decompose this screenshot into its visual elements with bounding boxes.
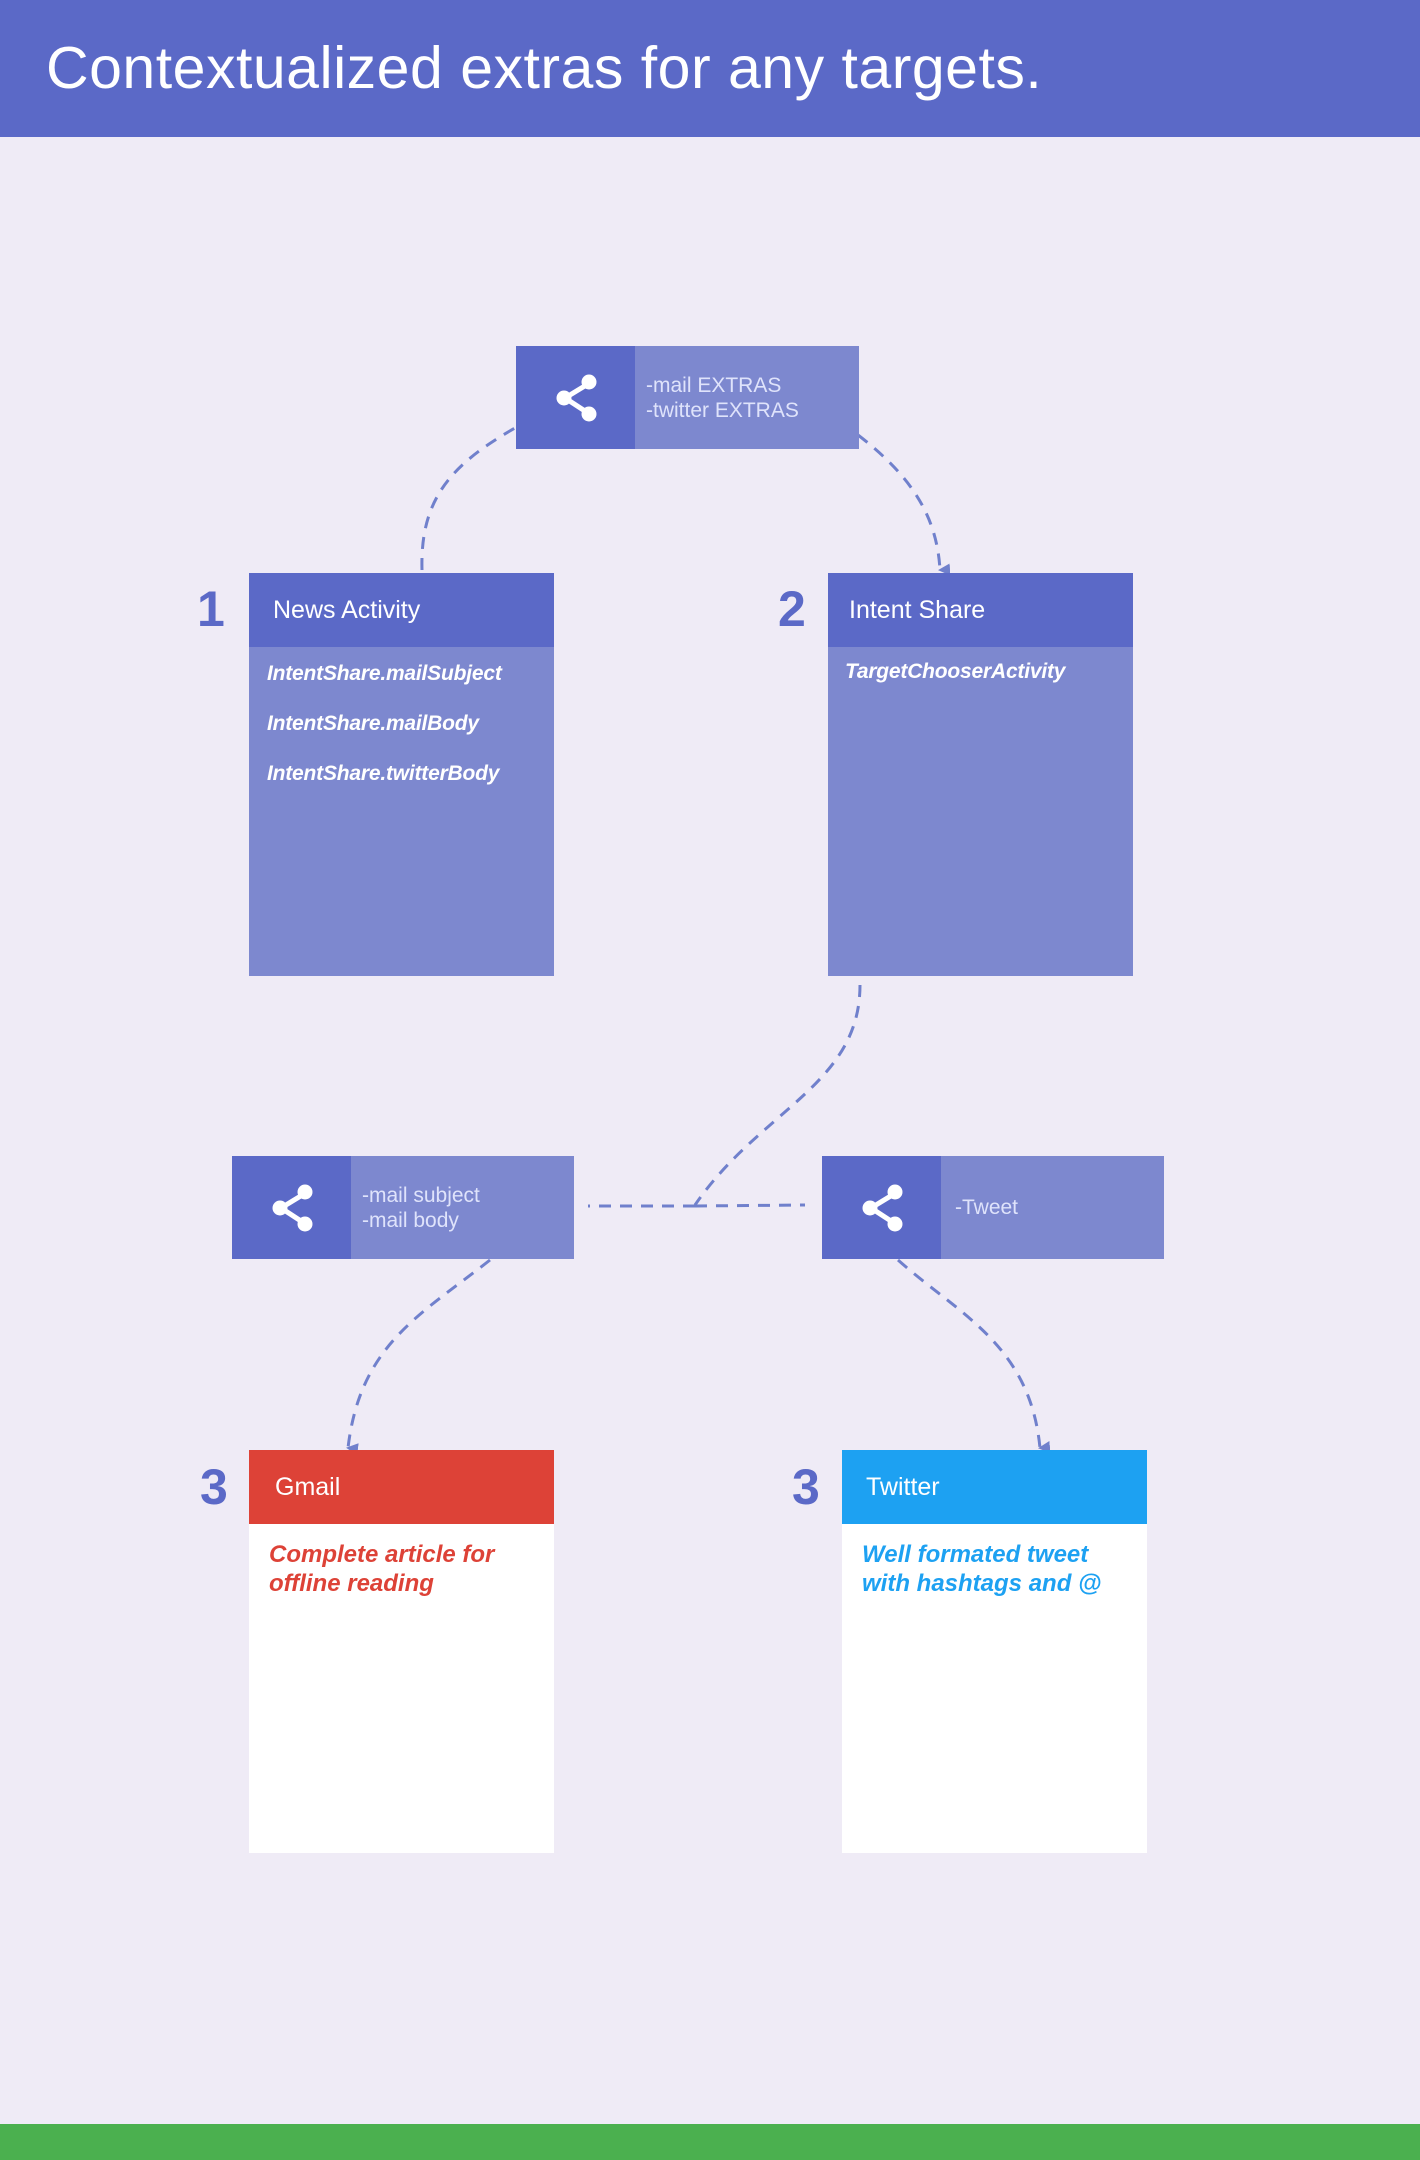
step-number: 3 bbox=[200, 1459, 228, 1515]
gmail-card: Gmail Complete article for offline readi… bbox=[249, 1450, 554, 1853]
card-description: Well formated tweet with hashtags and @ bbox=[862, 1541, 1102, 1597]
twitter-card: Twitter Well formated tweet with hashtag… bbox=[842, 1450, 1147, 1853]
page-title: Contextualized extras for any targets. bbox=[46, 35, 1043, 101]
footer-bar bbox=[0, 2124, 1420, 2160]
card-body: TargetChooserActivity bbox=[828, 647, 1133, 976]
card-title: News Activity bbox=[249, 573, 554, 647]
top-share-chip[interactable]: -mail EXTRAS -twitter EXTRAS bbox=[516, 346, 859, 449]
field-item: IntentShare.mailBody bbox=[267, 712, 479, 735]
card-body: IntentShare.mailSubject IntentShare.mail… bbox=[249, 647, 554, 976]
extras-line: -Tweet bbox=[955, 1196, 1019, 1219]
connector-intent-to-split bbox=[693, 984, 862, 1206]
extras-line: -mail EXTRAS bbox=[646, 373, 782, 397]
extras-line: -mail body bbox=[362, 1208, 459, 1232]
extras-line: -mail subject bbox=[362, 1183, 480, 1207]
connector-news-to-top-share bbox=[420, 426, 516, 571]
intent-share-card: Intent Share TargetChooserActivity bbox=[828, 573, 1133, 976]
share-icon[interactable] bbox=[822, 1156, 941, 1259]
share-icon[interactable] bbox=[516, 346, 635, 449]
header-bar: Contextualized extras for any targets. bbox=[0, 0, 1420, 137]
connector-split-right bbox=[694, 1203, 806, 1208]
card-title: Gmail bbox=[249, 1450, 554, 1524]
field-item: TargetChooserActivity bbox=[845, 660, 1066, 683]
step-number: 1 bbox=[197, 581, 225, 637]
top-share-extras: -mail EXTRAS -twitter EXTRAS bbox=[646, 346, 849, 449]
share-icon[interactable] bbox=[232, 1156, 351, 1259]
card-title: Intent Share bbox=[828, 573, 1133, 647]
card-description: Complete article for offline reading bbox=[269, 1541, 495, 1597]
step-number: 3 bbox=[792, 1459, 820, 1515]
connector-tweet-share-to-twitter bbox=[897, 1258, 1051, 1453]
mail-share-chip[interactable]: -mail subject -mail body bbox=[232, 1156, 574, 1259]
field-item: IntentShare.twitterBody bbox=[267, 762, 500, 785]
tweet-share-extras: -Tweet bbox=[955, 1156, 1154, 1259]
card-body: Complete article for offline reading bbox=[249, 1524, 554, 1853]
tweet-share-chip[interactable]: -Tweet bbox=[822, 1156, 1164, 1259]
extras-line: -twitter EXTRAS bbox=[646, 398, 799, 422]
card-title: Twitter bbox=[842, 1450, 1147, 1524]
step-number: 2 bbox=[778, 581, 806, 637]
field-item: IntentShare.mailSubject bbox=[267, 662, 502, 685]
connector-mail-share-to-gmail bbox=[346, 1258, 491, 1456]
mail-share-extras: -mail subject -mail body bbox=[362, 1156, 564, 1259]
news-activity-card: News Activity IntentShare.mailSubject In… bbox=[249, 573, 554, 976]
card-body: Well formated tweet with hashtags and @ bbox=[842, 1524, 1147, 1853]
connector-top-share-to-intent bbox=[857, 433, 951, 576]
